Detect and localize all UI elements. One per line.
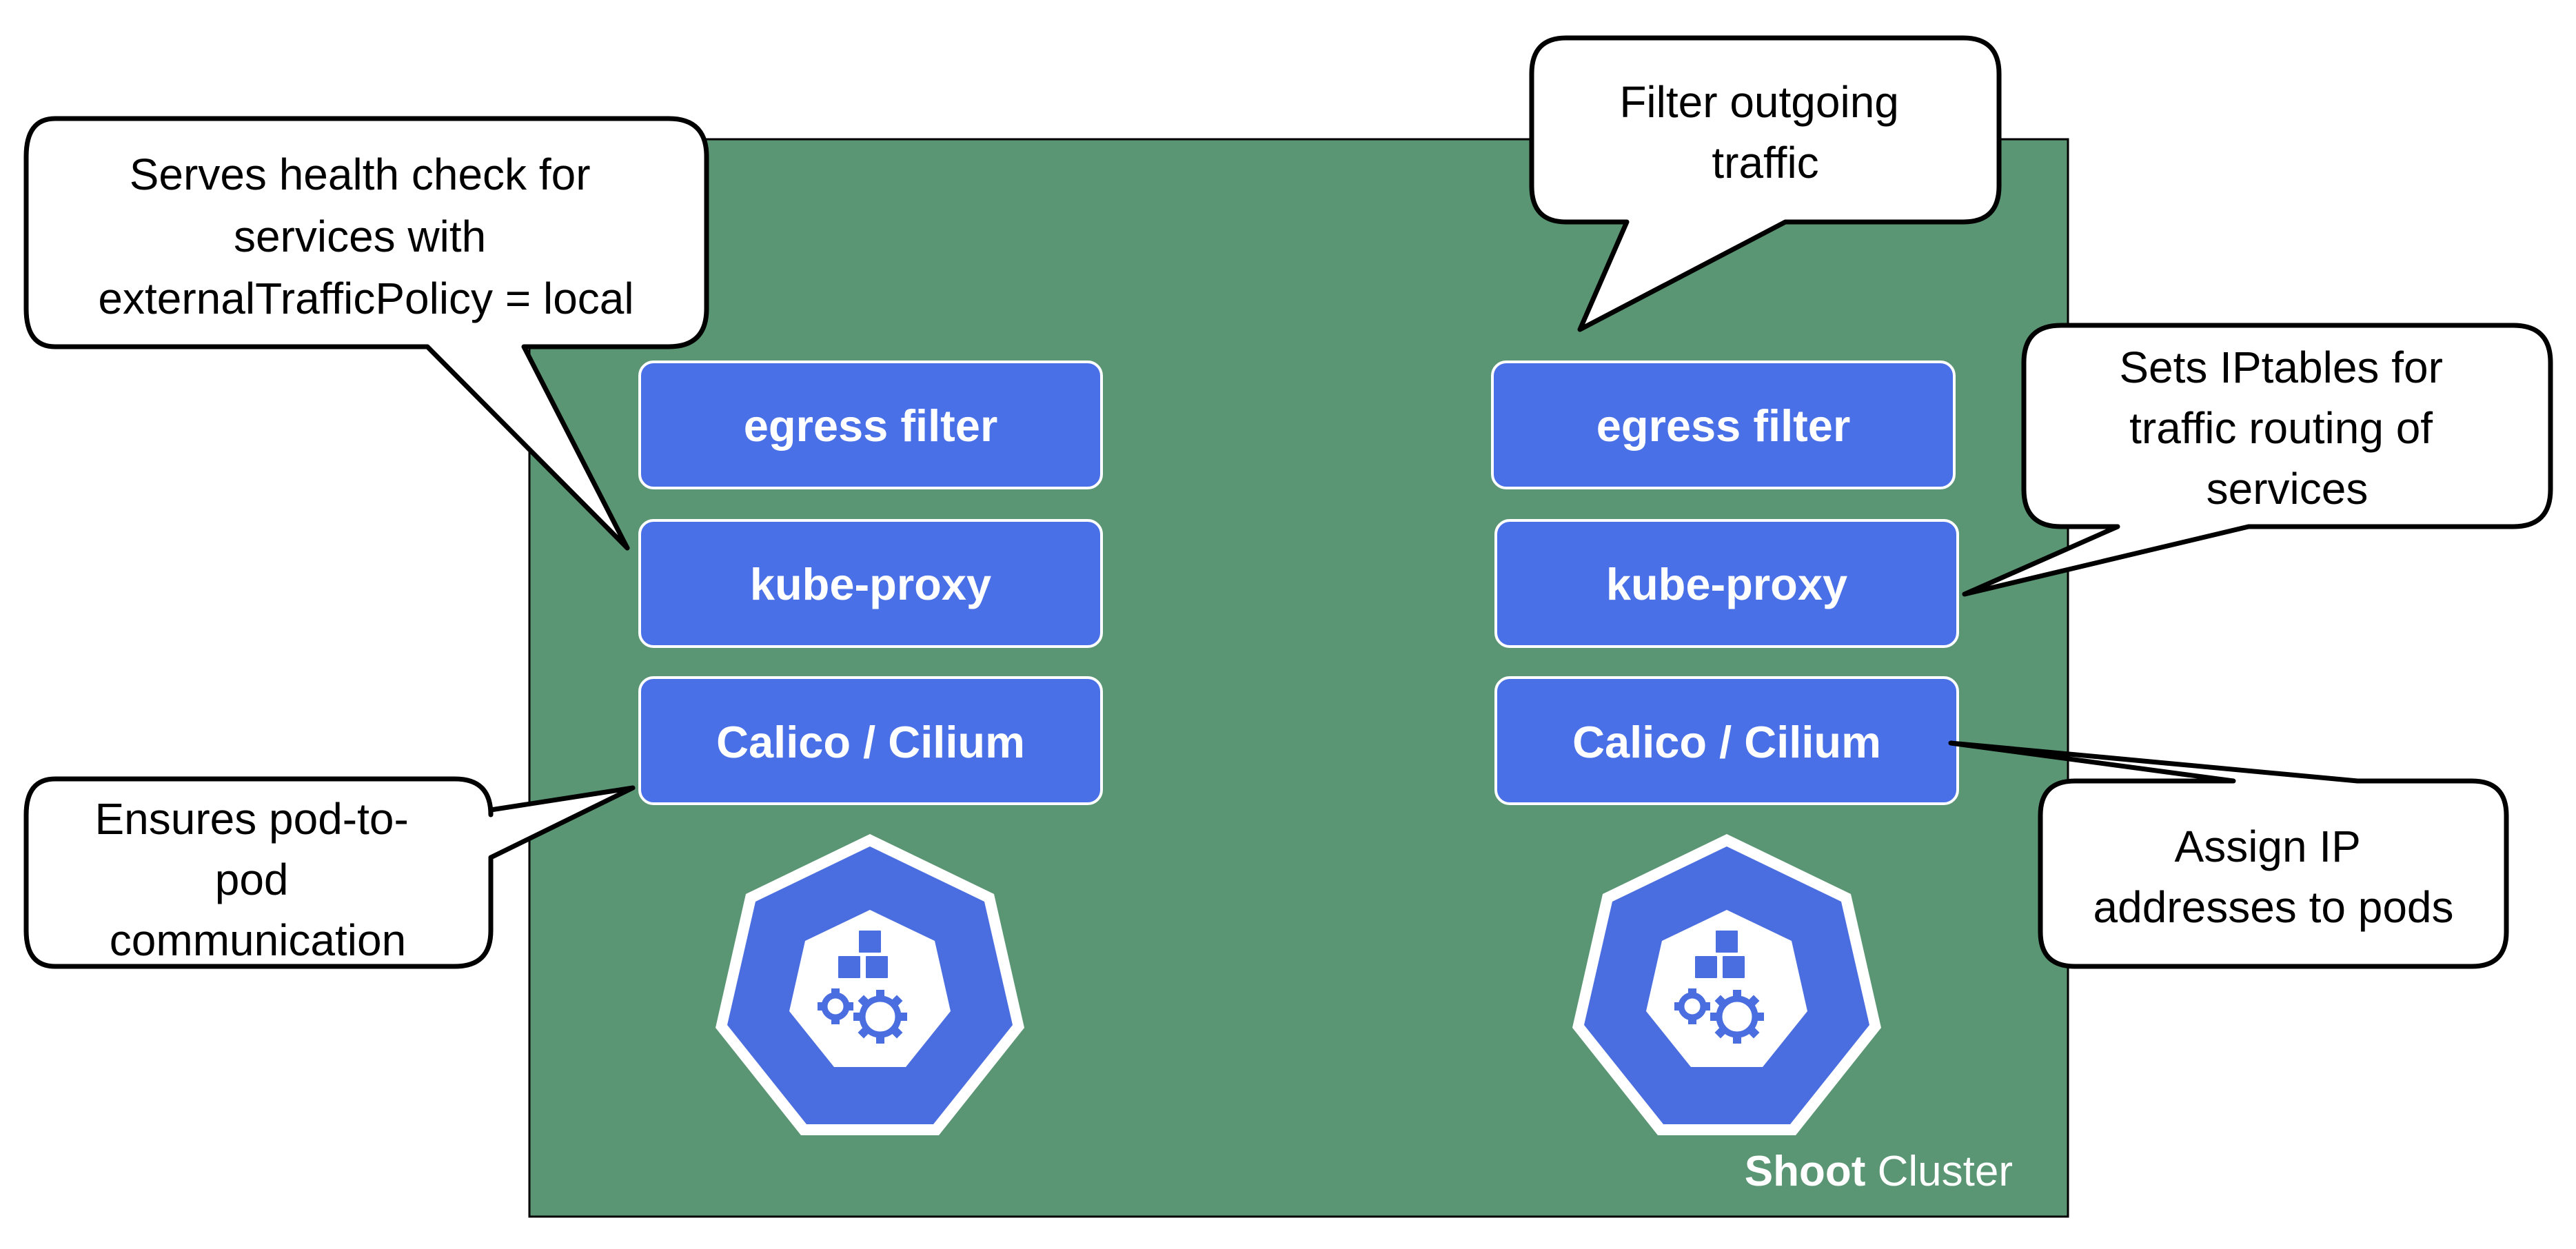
callout-health-check-line-1: Serves health check for (130, 150, 591, 199)
callout-pod-to-pod-line-2: pod (215, 855, 289, 904)
callout-iptables-line-2: traffic routing of (2129, 403, 2433, 453)
callout-health-check: Serves health check for services with ex… (23, 116, 709, 551)
right-node: egress filter kube-proxy Calico / Cilium (1491, 361, 1959, 1135)
right-kube-proxy-label: kube-proxy (1606, 559, 1847, 609)
left-egress-filter-box (638, 361, 1103, 489)
callout-iptables: Sets IPtables for traffic routing of ser… (1962, 323, 2553, 597)
right-kube-proxy-box (1494, 519, 1959, 648)
callout-assign-ip-line-2: addresses to pods (2093, 882, 2454, 932)
callout-filter-outgoing-line-2: traffic (1712, 138, 1818, 187)
callout-health-check-line-2: services with (234, 212, 486, 261)
callout-pod-to-pod-line-3: communication (110, 915, 406, 965)
callout-pod-to-pod: Ensures pod-to- pod communication (23, 776, 636, 969)
svg-text:Serves health check for: Serves health check for services with ex… (98, 150, 633, 323)
cluster-label-bold: Shoot (1745, 1148, 1866, 1195)
svg-text:Sets IPtables for traffi: Sets IPtables for traffic routing of ser… (2119, 343, 2455, 514)
callout-pod-to-pod-line-1: Ensures pod-to- (94, 794, 408, 844)
svg-text:Assign IP addresses to p: Assign IP addresses to pods (2093, 822, 2454, 932)
right-calico-cilium-box (1494, 676, 1959, 805)
callout-filter-outgoing: Filter outgoing traffic (1529, 35, 2002, 332)
callout-iptables-line-1: Sets IPtables for (2119, 343, 2443, 392)
svg-text:Ensures pod-to- pod: Ensures pod-to- pod communication (94, 794, 420, 965)
left-calico-cilium-box (638, 676, 1103, 805)
callout-filter-outgoing-line-1: Filter outgoing (1619, 77, 1899, 127)
cluster-label: Shoot Cluster (1745, 1148, 2013, 1195)
right-calico-cilium-label: Calico / Cilium (1572, 717, 1881, 767)
callout-health-check-line-3: externalTrafficPolicy = local (98, 274, 633, 323)
right-egress-filter-box (1491, 361, 1956, 489)
left-calico-cilium-label: Calico / Cilium (716, 717, 1025, 767)
right-egress-filter-label: egress filter (1596, 400, 1851, 451)
left-node: egress filter kube-proxy Calico / Cilium (638, 361, 1103, 1135)
left-kube-proxy-box (638, 519, 1103, 648)
left-egress-filter-label: egress filter (744, 400, 998, 451)
left-kube-proxy-label: kube-proxy (750, 559, 991, 609)
callout-assign-ip: Assign IP addresses to pods (1948, 740, 2509, 969)
svg-text:Filter outgoing traffic: Filter outgoing traffic (1619, 77, 1911, 187)
callout-iptables-line-3: services (2207, 464, 2369, 514)
cluster-label-rest: Cluster (1865, 1148, 2013, 1195)
callout-assign-ip-line-1: Assign IP (2175, 822, 2360, 871)
